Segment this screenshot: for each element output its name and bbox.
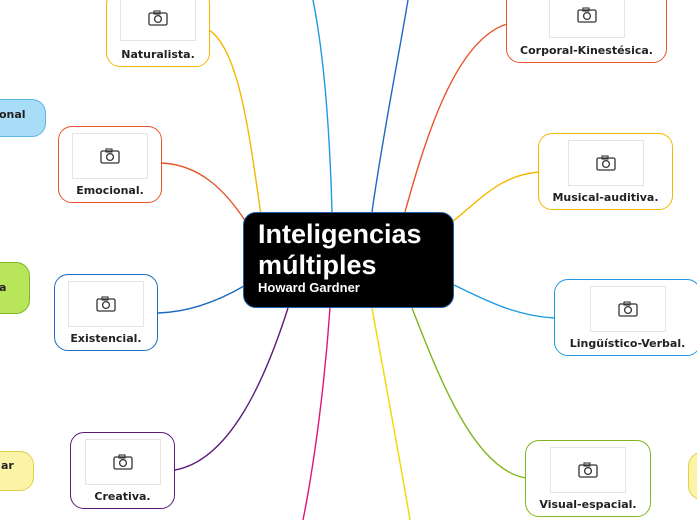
- node-label: Lingüístico-Verbal.: [569, 337, 686, 350]
- connector-visual: [411, 307, 527, 479]
- image-placeholder: [548, 0, 625, 38]
- node-creativa[interactable]: Creativa.: [70, 432, 175, 509]
- camera-icon: [576, 7, 597, 23]
- image-placeholder: [72, 133, 148, 179]
- image-placeholder: [68, 281, 144, 327]
- node-label: Emocional.: [76, 184, 144, 197]
- central-title-line1: Inteligencias: [258, 219, 422, 249]
- connector-top-blue-left: [312, 0, 333, 213]
- image-placeholder: [550, 447, 626, 493]
- camera-icon: [96, 296, 116, 312]
- node-label: Corporal-Kinestésica.: [520, 44, 653, 57]
- connector-bottom-yellow: [371, 307, 411, 520]
- image-placeholder: [567, 140, 644, 186]
- node-label: Visual-espacial.: [539, 498, 637, 511]
- central-subtitle: Howard Gardner: [258, 280, 360, 295]
- connector-musical: [451, 171, 540, 223]
- connector-naturalista: [208, 29, 263, 223]
- side-node-intrapersonal[interactable]: onal: [0, 99, 46, 137]
- camera-icon: [595, 155, 616, 171]
- side-node-yellow[interactable]: ar: [0, 451, 34, 491]
- image-placeholder: [84, 439, 161, 485]
- connector-existencial: [157, 285, 245, 314]
- camera-icon: [100, 148, 120, 164]
- node-existencial[interactable]: Existencial.: [54, 274, 158, 351]
- node-label: Naturalista.: [121, 48, 195, 61]
- central-topic[interactable]: Inteligencias múltiples Howard Gardner: [243, 212, 454, 308]
- node-naturalista[interactable]: Naturalista.: [106, 0, 210, 67]
- side-node-label: a: [0, 281, 7, 294]
- connector-linguistico: [453, 284, 556, 319]
- node-musical-auditiva[interactable]: Musical-auditiva.: [538, 133, 673, 210]
- node-linguistico-verbal[interactable]: Lingüístico-Verbal.: [554, 279, 697, 356]
- central-title-line2: múltiples: [258, 250, 377, 280]
- camera-icon: [148, 10, 168, 26]
- side-node-label: ar: [1, 459, 14, 472]
- image-placeholder: [120, 0, 196, 41]
- side-node-yellow-right[interactable]: [688, 452, 697, 500]
- node-label: Musical-auditiva.: [552, 191, 659, 204]
- camera-icon: [617, 301, 638, 317]
- connector-top-blue-right: [371, 0, 409, 213]
- node-visual-espacial[interactable]: Visual-espacial.: [525, 440, 651, 517]
- image-placeholder: [589, 286, 666, 332]
- node-label: Existencial.: [70, 332, 142, 345]
- node-emocional[interactable]: Emocional.: [58, 126, 162, 203]
- connector-corporal: [404, 23, 508, 213]
- camera-icon: [112, 454, 133, 470]
- side-node-green[interactable]: a: [0, 262, 30, 314]
- camera-icon: [578, 462, 598, 478]
- node-corporal-kinestesica[interactable]: Corporal-Kinestésica.: [506, 0, 667, 63]
- connector-creativa: [174, 307, 289, 471]
- connector-bottom-magenta: [302, 307, 331, 520]
- node-label: Creativa.: [94, 490, 151, 503]
- side-node-label: onal: [0, 108, 26, 121]
- connector-emocional: [161, 162, 247, 223]
